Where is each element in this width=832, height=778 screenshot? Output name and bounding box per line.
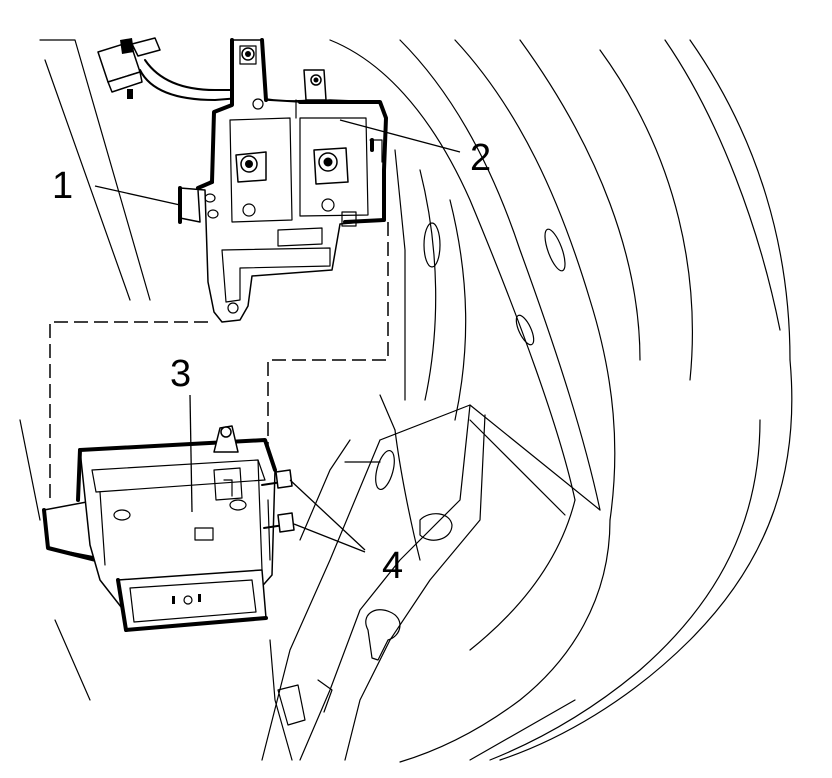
leader-line-1 <box>94 185 181 206</box>
mounting-bracket <box>178 38 388 323</box>
callout-2: 2 <box>470 137 491 179</box>
leader-lines <box>94 119 461 553</box>
installation-dashed-lines <box>49 222 389 500</box>
callout-1: 1 <box>52 165 73 207</box>
callout-4: 4 <box>382 545 403 587</box>
leader-line-4a <box>289 479 366 551</box>
leader-line-3 <box>189 394 193 513</box>
vehicle-body-structure <box>19 39 793 763</box>
leader-line-2 <box>339 119 461 153</box>
wiring-harness-connector <box>97 37 311 102</box>
control-module <box>42 425 295 632</box>
callout-3: 3 <box>170 353 191 395</box>
leader-line-4b <box>293 523 366 553</box>
